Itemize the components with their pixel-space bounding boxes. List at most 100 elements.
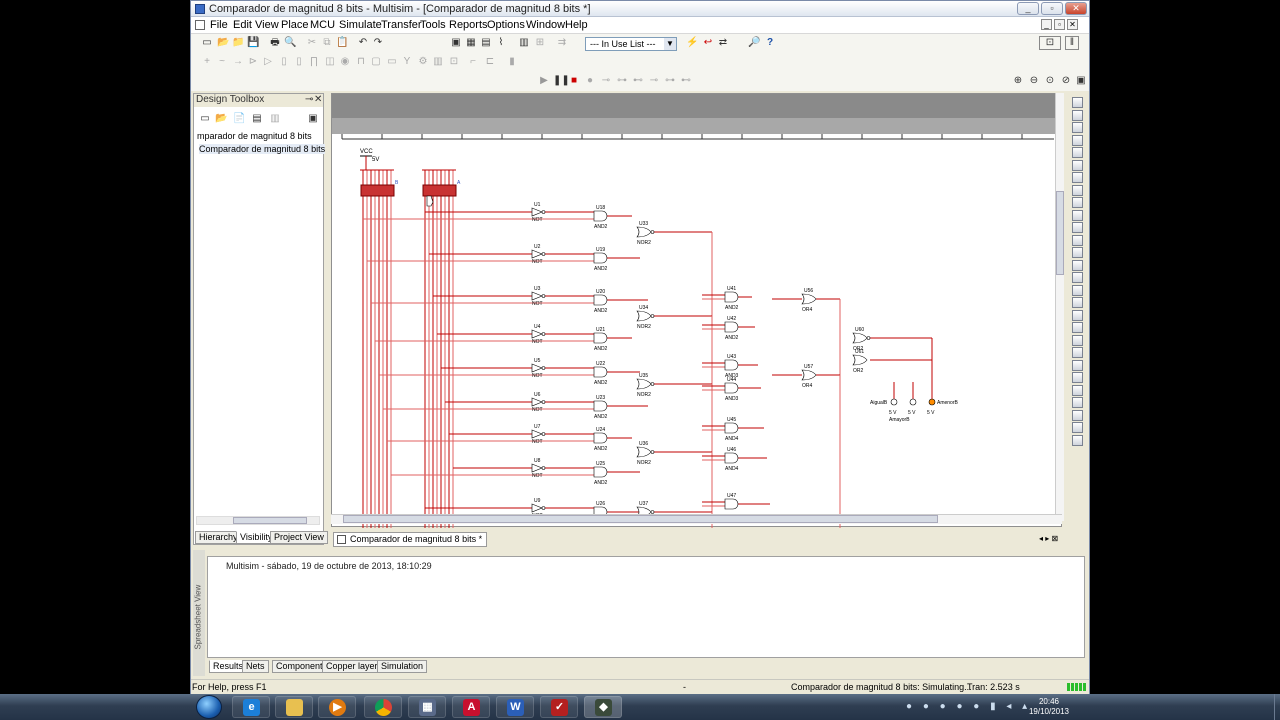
hscroll-thumb[interactable] [343, 515, 938, 523]
taskbar-calculator[interactable]: ▦ [408, 696, 446, 718]
tree-node-root[interactable]: mparador de magnitud 8 bits [197, 131, 312, 141]
mdi-minimize-button[interactable]: _ [1041, 19, 1052, 30]
new-file-icon[interactable]: ▭ [202, 37, 212, 48]
tab-hierarchy[interactable]: Hierarchy [195, 531, 242, 544]
probe-icon[interactable]: ⊸ [601, 75, 611, 86]
instrument-icon[interactable] [1072, 134, 1083, 146]
canvas-hscroll[interactable] [331, 514, 1062, 524]
component-icon[interactable]: ⊞ [535, 37, 545, 48]
undo-icon[interactable]: ↶ [358, 37, 368, 48]
dip-switch-b[interactable] [360, 184, 395, 197]
instrument-icon[interactable] [1072, 422, 1083, 433]
close-panel-icon[interactable]: ✕ [314, 94, 323, 105]
taskbar-explorer[interactable] [275, 696, 313, 718]
instrument-icon[interactable] [1072, 359, 1083, 371]
tray-icons[interactable]: ● ● ● ● ● ▮ ◂ ▴ [906, 701, 1032, 712]
tab-nets[interactable]: Nets [242, 660, 269, 673]
instrument-icon[interactable] [1072, 347, 1083, 358]
place-ttl-icon[interactable]: ▯ [281, 56, 287, 67]
backannotate-icon[interactable]: ↩ [703, 37, 713, 48]
zoom-in-icon[interactable]: ⊕ [1013, 75, 1023, 86]
instrument-icon[interactable] [1072, 247, 1083, 258]
instrument-icon[interactable] [1072, 109, 1083, 121]
vscroll-thumb[interactable] [1056, 191, 1064, 275]
pause-toggle-icon[interactable]: ‖ [1065, 36, 1079, 50]
layout-view-icon[interactable]: ⊡ [1039, 36, 1061, 50]
mdi-close-button[interactable]: ✕ [1067, 19, 1078, 30]
instrument-icon[interactable] [1072, 259, 1083, 271]
delete-icon[interactable]: ▥ [270, 113, 280, 124]
cut-icon[interactable]: ✂ [307, 37, 317, 48]
schematic-drawing[interactable]: VCC 5V U1NOTU2NOTU3NOTU4NOTU5NOTU6NOTU7N… [332, 94, 1063, 528]
wizard-icon[interactable]: ⇉ [557, 37, 567, 48]
instrument-icon[interactable] [1072, 284, 1083, 296]
new-icon[interactable]: ▭ [200, 113, 210, 124]
instrument-icon[interactable] [1072, 97, 1083, 108]
place-rf-icon[interactable]: Y [403, 56, 411, 67]
zoom-area-icon[interactable]: ⊙ [1045, 75, 1055, 86]
instrument-icon[interactable] [1072, 122, 1083, 133]
instrument-icon[interactable] [1072, 334, 1083, 346]
tab-nav-buttons[interactable]: ◂ ▸ ⊠ [1039, 534, 1059, 543]
grapher-icon[interactable]: ▦ [466, 37, 476, 48]
find-icon[interactable]: 🔎 [748, 37, 761, 48]
menu-transfer[interactable]: Transfer [381, 19, 422, 31]
place-text-icon[interactable]: ▮ [509, 56, 515, 67]
place-diode-icon[interactable]: → [233, 56, 243, 67]
spreadsheet-grip[interactable]: Spreadsheet View ✕ [193, 550, 235, 676]
clock[interactable]: 20:46 19/10/2013 [1026, 697, 1072, 717]
forward-annotate-icon[interactable]: ⇄ [718, 37, 728, 48]
zoom-sheet-icon[interactable]: ⊘ [1061, 75, 1071, 86]
instrument-icon[interactable] [1072, 409, 1083, 421]
toolbox-hscroll[interactable] [196, 516, 320, 525]
menu-tools[interactable]: Tools [420, 19, 446, 31]
print-preview-icon[interactable]: 🔍 [284, 37, 297, 48]
instrument-icon[interactable] [1072, 147, 1083, 158]
instrument-icon[interactable] [1072, 309, 1083, 321]
place-cmos-icon[interactable]: ▯ [296, 56, 302, 67]
open-icon[interactable]: 📂 [215, 113, 228, 124]
instrument-icon[interactable] [1072, 272, 1083, 283]
menu-simulate[interactable]: Simulate [339, 19, 382, 31]
taskbar-word[interactable]: W [496, 696, 534, 718]
menu-options[interactable]: Options [487, 19, 525, 31]
minimize-button[interactable]: _ [1017, 2, 1039, 15]
taskbar-ie[interactable]: e [232, 696, 270, 718]
instrument-icon[interactable] [1072, 297, 1083, 308]
document-tab[interactable]: Comparador de magnitud 8 bits * [333, 532, 488, 547]
instrument-icon[interactable] [1072, 172, 1083, 183]
tab-results[interactable]: Results [209, 660, 248, 673]
place-advanced-icon[interactable]: ▭ [387, 56, 397, 67]
help-icon[interactable]: ? [766, 37, 774, 48]
tab-copper-layers[interactable]: Copper layers [322, 660, 387, 673]
place-analog-icon[interactable]: ▷ [264, 56, 272, 67]
menu-mcu[interactable]: MCU [310, 19, 336, 31]
tree-node-design[interactable]: Comparador de magnitud 8 bits [199, 144, 326, 154]
full-screen-icon[interactable]: ▣ [1076, 75, 1086, 86]
run-icon[interactable]: ▶ [540, 75, 548, 86]
save-subsheet-icon[interactable]: ▤ [252, 113, 262, 124]
place-power-icon[interactable]: ⊓ [357, 56, 365, 67]
instrument-icon[interactable] [1072, 184, 1083, 196]
canvas-vscroll[interactable] [1055, 93, 1064, 521]
instrument-icon[interactable] [1072, 434, 1083, 446]
tab-simulation[interactable]: Simulation [377, 660, 428, 673]
instrument-icon[interactable] [1072, 384, 1083, 396]
graph-icon[interactable]: ⌇ [498, 37, 504, 48]
place-source-icon[interactable]: + [204, 56, 210, 67]
redo-icon[interactable]: ↷ [373, 37, 383, 48]
tab-components[interactable]: Components [272, 660, 332, 673]
place-connector-icon[interactable]: ⊏ [485, 56, 495, 67]
in-use-list-dropdown[interactable]: --- In Use List --- ▼ [585, 37, 677, 51]
place-indicator-icon[interactable]: ◉ [340, 56, 350, 67]
print-icon[interactable]: 🖶 [270, 37, 280, 48]
instrument-icon[interactable] [1072, 209, 1083, 221]
taskbar-acrobat[interactable]: A [452, 696, 490, 718]
spreadsheet-icon[interactable]: ▤ [481, 37, 491, 48]
probe-bidirectional-icon[interactable]: ⊶ [617, 75, 627, 86]
menu-place[interactable]: Place [281, 19, 309, 31]
stop-icon[interactable]: ■ [570, 75, 578, 86]
step-icon[interactable]: ● [586, 75, 594, 86]
menu-reports[interactable]: Reports [449, 19, 488, 31]
